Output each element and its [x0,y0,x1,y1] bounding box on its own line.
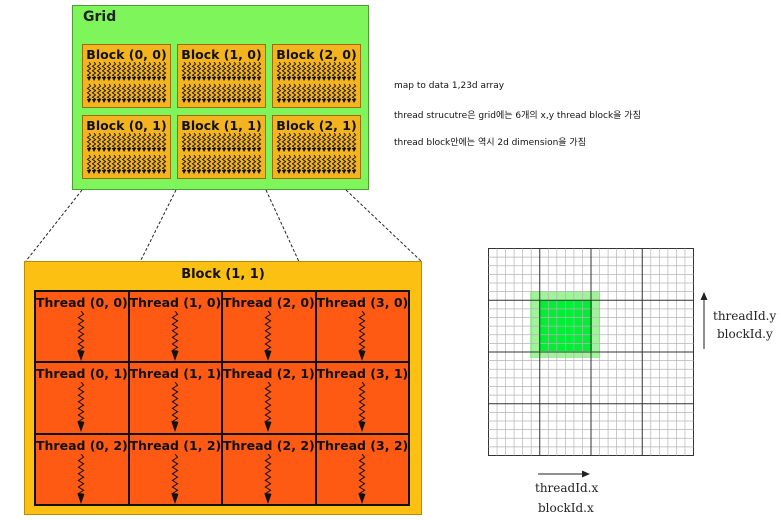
thread-squiggles-icon [86,133,167,174]
block-label: Block (2, 1) [276,118,357,133]
thread-arrow-icon [263,311,272,361]
thread-label: Thread (0, 0) [36,295,128,310]
block-2-1: Block (2, 1) [272,115,361,179]
thread-arrow-icon [76,453,85,504]
x-axis-arrow-icon [538,470,590,478]
thread-cell: Thread (2, 2) [223,434,315,504]
thread-arrow-icon [357,453,366,504]
grid-container: Grid Block (0, 0) Block (1, 0) Block (2,… [72,5,369,190]
thread-cell: Thread (3, 1) [316,363,409,433]
block-label: Block (2, 0) [276,47,357,62]
thread-label: Thread (2, 0) [223,295,315,310]
thread-label: Thread (3, 2) [316,437,409,453]
block-1-1: Block (1, 1) [177,115,266,179]
thread-arrow-icon [170,382,179,433]
thread-grid: Thread (0, 0) Thread (1, 0) Thread (2, 0… [34,290,410,506]
grid-title: Grid [83,9,117,25]
thread-label: Thread (2, 2) [223,437,315,453]
thread-cell: Thread (0, 2) [36,434,128,504]
thread-label: Thread (0, 1) [36,366,128,382]
thread-label: Thread (1, 0) [129,295,222,310]
thread-cell: Thread (2, 0) [223,292,315,362]
thread-cell: Thread (2, 1) [223,363,315,433]
note-line-2: thread strucutre은 grid에는 6개의 x,y thread … [394,111,641,121]
thread-arrow-icon [170,311,179,361]
thread-squiggles-icon [276,62,357,103]
thread-label: Thread (3, 1) [316,366,409,382]
thread-squiggles-icon [181,133,262,174]
thread-arrow-icon [263,382,272,433]
thread-cell: Thread (0, 1) [36,363,128,433]
thread-cell: Thread (0, 0) [36,292,128,362]
zoom-line-left-inner [125,189,177,291]
thread-cell: Thread (3, 0) [316,292,409,362]
y-axis-arrow-icon [700,292,708,349]
x-label-thread: threadId.x [535,481,599,495]
thread-label: Thread (3, 0) [316,295,409,310]
index-grid [488,248,694,456]
block-label: Block (0, 0) [86,47,167,62]
thread-cell: Thread (1, 2) [129,434,222,504]
block-label: Block (0, 1) [86,118,167,133]
thread-cell: Thread (1, 0) [129,292,222,362]
block-detail-title: Block (1, 1) [181,267,265,282]
thread-arrow-icon [357,382,366,433]
thread-arrow-icon [263,453,272,504]
thread-arrow-icon [76,382,85,433]
block-0-0: Block (0, 0) [82,44,171,108]
thread-cell: Thread (1, 1) [129,363,222,433]
thread-label: Thread (2, 1) [223,366,315,382]
thread-label: Thread (1, 2) [129,437,222,453]
x-label-block: blockId.x [538,501,594,515]
zoom-line-left-outer [25,189,83,262]
block-2-0: Block (2, 0) [272,44,361,108]
thread-cell: Thread (3, 2) [316,434,409,504]
block-0-1: Block (0, 1) [82,115,171,179]
thread-arrow-icon [170,453,179,504]
note-line-1: map to data 1,23d array [394,81,505,91]
block-1-0: Block (1, 0) [177,44,266,108]
thread-squiggles-icon [276,133,357,174]
block-label: Block (1, 0) [181,47,262,62]
thread-squiggles-icon [86,62,167,103]
thread-arrow-icon [357,311,366,361]
block-label: Block (1, 1) [181,118,262,133]
thread-arrow-icon [76,311,85,361]
note-line-3: thread block안에는 역시 2d dimension을 가짐 [394,138,586,148]
thread-squiggles-icon [181,62,262,103]
thread-label: Thread (0, 2) [36,437,128,453]
y-label-block: blockId.y [717,327,773,341]
block-detail: Block (1, 1) Thread (0, 0) Thread (1, 0)… [24,261,422,515]
zoom-line-right-outer [345,189,422,262]
thread-label: Thread (1, 1) [129,366,222,382]
y-label-thread: threadId.y [713,309,777,323]
